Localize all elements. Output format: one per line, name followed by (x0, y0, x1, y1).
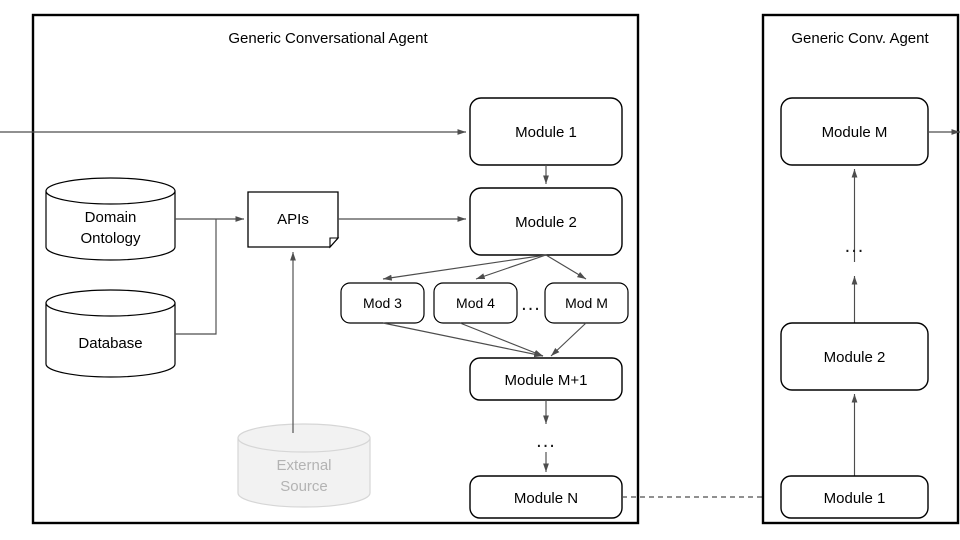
node-mod-3[interactable]: Mod 3 (340, 282, 425, 324)
mods-ellipsis: ... (521, 293, 541, 315)
node-mod-4[interactable]: Mod 4 (433, 282, 518, 324)
mod-3-box[interactable] (340, 282, 425, 324)
edge-mod-m-to-module-m-plus-1 (550, 322, 587, 357)
node-module-n[interactable]: Module N (469, 475, 623, 519)
edge-mod-3-to-module-m-plus-1 (382, 322, 544, 358)
right-module-1-box[interactable] (780, 475, 929, 519)
right-vertical-ellipsis: ... (845, 235, 865, 257)
external-source-label-line2: Source (280, 478, 328, 495)
node-external-source[interactable]: External Source (237, 423, 371, 508)
external-source-label-line1: External (276, 457, 331, 474)
mod-3-label: Mod 3 (363, 295, 402, 311)
domain-ontology-label-line2: Ontology (80, 230, 141, 247)
domain-ontology-top (45, 177, 176, 205)
right-panel: Generic Conv. Agent (761, 13, 960, 525)
node-module-1[interactable]: Module 1 (469, 97, 623, 166)
domain-ontology-label-line1: Domain (85, 209, 137, 226)
database-body[interactable] (45, 302, 176, 378)
edge-mod-4-to-module-m-plus-1 (459, 322, 544, 357)
edge-module-2-to-mod-4 (475, 254, 547, 280)
node-module-m-plus-1[interactable]: Module M+1 (469, 357, 623, 401)
left-panel-title: Generic Conversational Agent (228, 30, 428, 47)
edge-module-2-to-mod-m (545, 254, 587, 280)
mod-4-label: Mod 4 (456, 295, 495, 311)
right-module-2-box[interactable] (780, 322, 929, 391)
node-database[interactable]: Database (45, 289, 176, 378)
edge-module-2-to-mod-3 (382, 254, 547, 281)
node-right-module-1[interactable]: Module 1 (780, 475, 929, 519)
node-mod-m[interactable]: Mod M (544, 282, 629, 324)
right-panel-title: Generic Conv. Agent (791, 30, 929, 47)
node-domain-ontology[interactable]: Domain Ontology (45, 177, 176, 261)
external-source-top (237, 423, 371, 453)
mod-4-box[interactable] (433, 282, 518, 324)
apis-fold-corner (329, 237, 340, 249)
right-panel-border (761, 13, 960, 525)
left-vertical-ellipsis: ... (536, 430, 556, 452)
mod-m-label: Mod M (565, 295, 608, 311)
database-label: Database (78, 335, 142, 352)
apis-label: APIs (277, 211, 309, 228)
domain-ontology-body[interactable] (45, 190, 176, 261)
database-top (45, 289, 176, 317)
module-m-plus-1-label: Module M+1 (505, 372, 588, 389)
module-1-label: Module 1 (515, 124, 577, 141)
edge-database-to-apis (175, 219, 217, 335)
mod-m-box[interactable] (544, 282, 629, 324)
right-module-m-label: Module M (822, 124, 888, 141)
node-module-2[interactable]: Module 2 (469, 187, 623, 256)
right-module-1-label: Module 1 (824, 490, 886, 507)
node-right-module-m[interactable]: Module M (780, 97, 929, 166)
node-right-module-2[interactable]: Module 2 (780, 322, 929, 391)
module-2-label: Module 2 (515, 214, 577, 231)
module-n-label: Module N (514, 490, 578, 507)
right-module-2-label: Module 2 (824, 349, 886, 366)
node-apis[interactable]: APIs (247, 191, 340, 249)
external-source-body[interactable] (237, 437, 371, 508)
